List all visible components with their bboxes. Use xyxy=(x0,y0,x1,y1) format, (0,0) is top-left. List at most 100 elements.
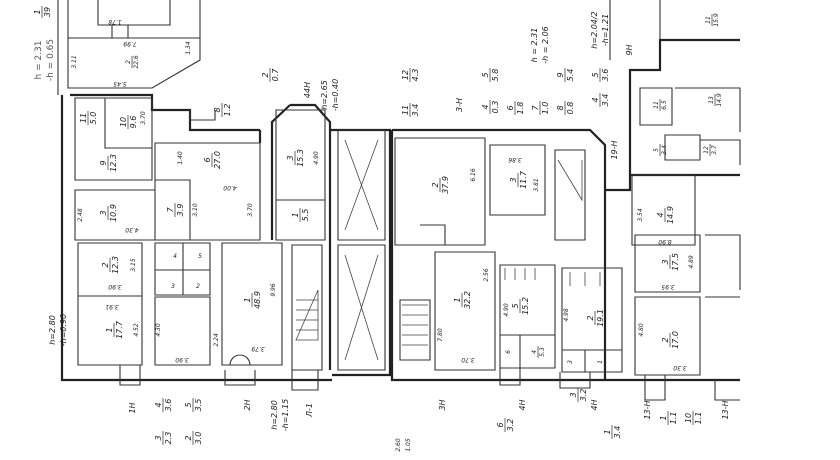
dim: 4.90 xyxy=(503,303,510,317)
room-num: 4 xyxy=(656,212,665,217)
room-area: 1.2 xyxy=(223,104,232,117)
neg-h: -h=0.40 xyxy=(331,79,340,111)
room-area: 37.9 xyxy=(441,176,450,194)
dim: 4.98 xyxy=(563,308,570,322)
dim: 1.40 xyxy=(177,151,184,165)
dim: 2.60 xyxy=(395,438,402,452)
room-area: 17.7 xyxy=(115,320,124,339)
num: 6 xyxy=(496,422,505,427)
h: h=2.65 xyxy=(320,80,329,110)
entrances xyxy=(119,110,319,391)
den: 2.3 xyxy=(164,432,173,445)
den: 3.5 xyxy=(194,399,203,412)
left-dims: 3.70 2.48 4.30 3.15 3.90 3.91 4.52 4.30 … xyxy=(77,111,320,363)
den: 3.2 xyxy=(579,389,588,402)
room-num: 3 xyxy=(286,155,295,160)
dim: 3.90 xyxy=(175,356,189,363)
entrance-label: 3H xyxy=(438,399,447,410)
h: h = 2.31 xyxy=(530,28,539,63)
room-num: 4 xyxy=(531,350,538,354)
den: 1.0 xyxy=(541,102,550,115)
dim: 3.70 xyxy=(247,203,254,217)
room-area: 17.0 xyxy=(671,331,680,349)
left-block-rooms xyxy=(74,97,386,371)
annex-neg-h: -h = 0.65 xyxy=(46,39,56,81)
room-area: 6.5 xyxy=(661,100,668,110)
den: 3.0 xyxy=(194,432,203,445)
den: 0.3 xyxy=(491,101,500,114)
left-heights: h=2.80 -h=0.90 xyxy=(48,314,68,346)
entrance-label: 2H xyxy=(243,399,252,410)
h: h=2.04/2 xyxy=(590,11,599,48)
den: 3.4 xyxy=(411,104,420,117)
num: 3 xyxy=(569,392,578,397)
dim: 1.78 xyxy=(108,18,122,25)
den: 5.8 xyxy=(491,69,500,82)
right-entrances xyxy=(499,368,740,401)
room-area: 48.9 xyxy=(253,291,262,309)
room-area: 5.0 xyxy=(89,112,98,125)
dim: 6.16 xyxy=(470,168,477,182)
right-heights-2: h=2.04/2 -h=1.21 xyxy=(590,11,610,48)
num: 5 xyxy=(184,402,193,407)
entrance-label: 3-H xyxy=(455,98,464,112)
dim: 3.30 xyxy=(673,364,687,371)
den: 4.3 xyxy=(411,69,420,82)
room-num: 3 xyxy=(509,177,518,182)
dim: 4.52 xyxy=(133,323,140,337)
dim: 3.86 xyxy=(508,156,522,163)
den: 39 xyxy=(43,7,52,17)
dim: 5.45 xyxy=(113,80,127,87)
room-num: 4 xyxy=(173,253,177,260)
room-num: 9 xyxy=(99,160,108,165)
room-area: 32.2 xyxy=(463,291,472,309)
room-num: 8 xyxy=(213,107,222,112)
den: 5.4 xyxy=(566,69,575,82)
den: 22.6 xyxy=(133,55,140,69)
num: 7 xyxy=(531,105,540,111)
entrance-label: 19-H xyxy=(610,140,619,159)
entrance-label: 1H xyxy=(128,402,137,413)
room-area: 27.0 xyxy=(213,151,222,169)
num: 8 xyxy=(556,105,565,110)
room-num: 1 xyxy=(291,212,300,217)
dim: 4.80 xyxy=(638,323,645,337)
den: 1.8 xyxy=(516,102,525,115)
den: 3.6 xyxy=(164,399,173,412)
room-num: 3 xyxy=(661,259,670,264)
room-area: 5.5 xyxy=(301,209,310,222)
room-num: 5 xyxy=(653,148,660,152)
room-area: 15.3 xyxy=(296,149,305,167)
entrance-label: 13-H xyxy=(643,400,652,419)
annex-h: h = 2.31 xyxy=(34,40,44,79)
h: h=2.80 xyxy=(270,400,279,430)
dim: 3.70 xyxy=(461,356,475,363)
room-num: 2 xyxy=(661,337,670,342)
neg-h: -h = 2.06 xyxy=(541,26,550,64)
dim: 8.90 xyxy=(658,238,672,245)
num: 1 xyxy=(603,429,612,434)
room-num: 3 xyxy=(567,360,574,364)
num: 9 xyxy=(556,72,565,77)
dim: 2.56 xyxy=(483,268,490,282)
neg-h: -h=1.15 xyxy=(281,399,290,431)
bottom-heights: h=2.80 -h=1.15 xyxy=(270,399,290,431)
dim: 4.30 xyxy=(125,226,139,233)
dim: 1.05 xyxy=(405,438,412,452)
num: 4 xyxy=(591,97,600,102)
right-small-rooms: 6 3 1 xyxy=(505,350,604,364)
neg-h: -h=0.90 xyxy=(59,314,68,346)
right-heights: h = 2.31 -h = 2.06 xyxy=(530,26,550,64)
den: 3.6 xyxy=(601,69,610,82)
num: 4 xyxy=(481,104,490,109)
num: 5 xyxy=(481,72,490,77)
dim: 2.48 xyxy=(77,208,84,222)
room-area: 12.3 xyxy=(111,256,120,274)
room-num: 10 xyxy=(119,117,128,127)
dim: 3.70 xyxy=(140,111,147,125)
fixture-marks xyxy=(402,159,601,346)
